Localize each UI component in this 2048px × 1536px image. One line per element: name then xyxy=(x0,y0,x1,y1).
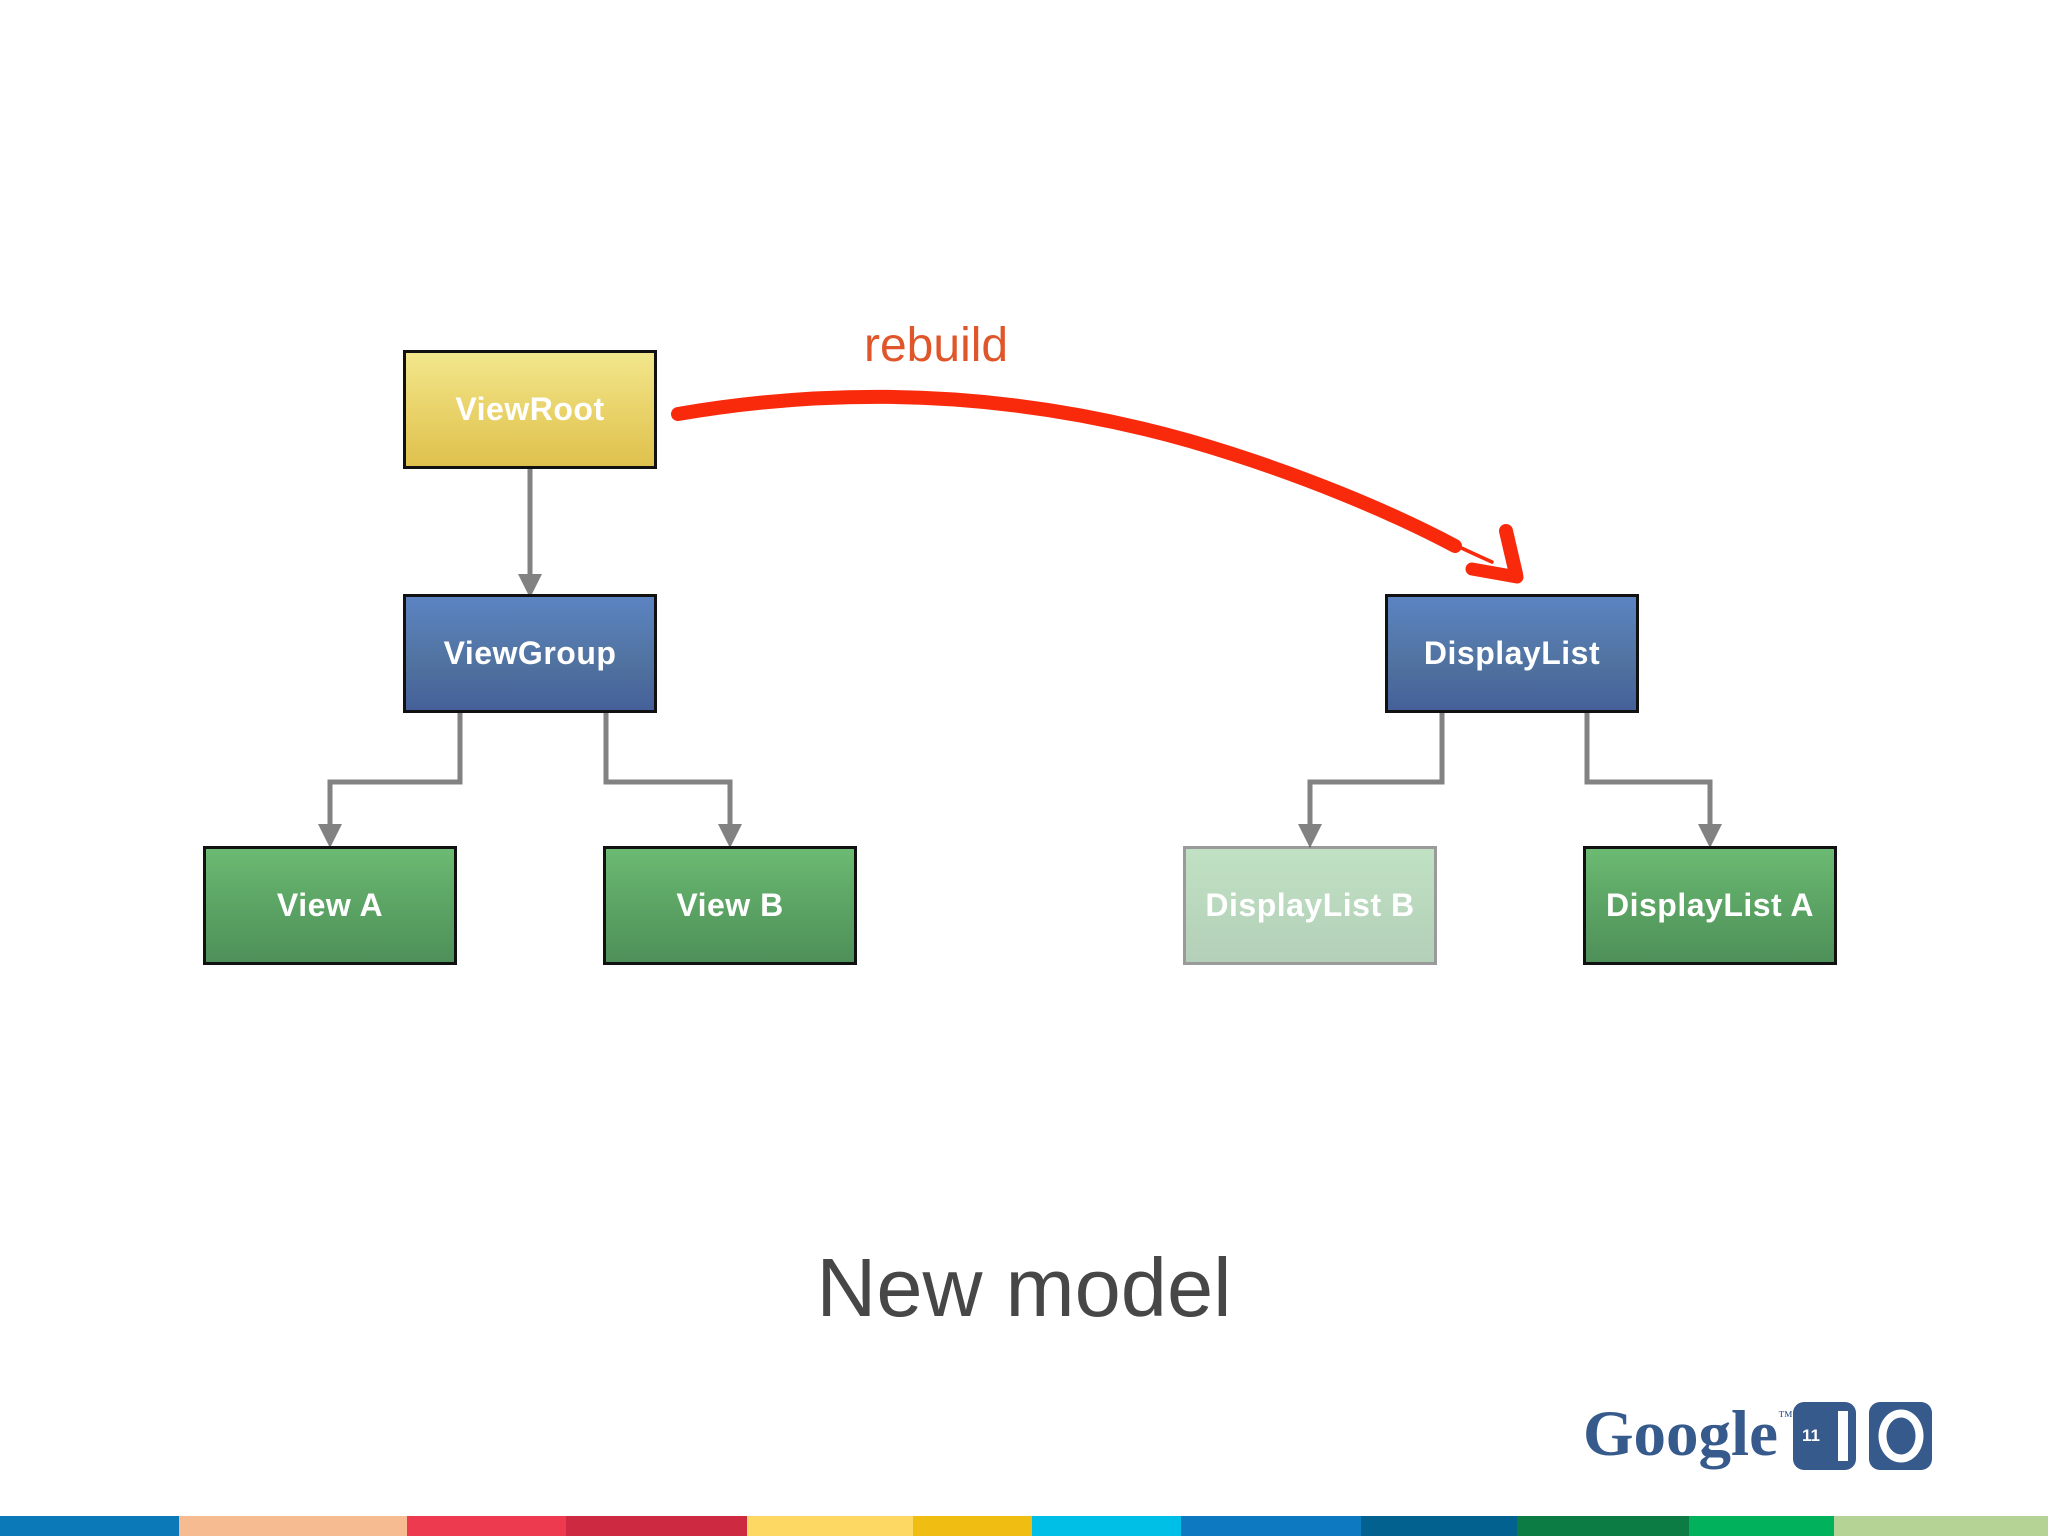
stripe-segment xyxy=(1517,1516,1689,1536)
stripe-segment xyxy=(566,1516,747,1536)
node-displaylist-b-label: DisplayList B xyxy=(1205,887,1415,923)
node-view-a-label: View A xyxy=(276,887,384,923)
stripe-segment xyxy=(0,1516,179,1536)
io-badge-year-tile: 11 xyxy=(1793,1402,1856,1470)
node-view-b: View B xyxy=(603,846,857,965)
stripe-segment xyxy=(1834,1516,2048,1536)
connector-viewgroup-viewb xyxy=(603,713,733,826)
node-displaylist-a-label: DisplayList A xyxy=(1605,887,1815,923)
connector-viewgroup-viewa xyxy=(327,713,463,826)
trademark-mark: ™ xyxy=(1777,1409,1793,1425)
rebuild-arrowhead-stroke-2 xyxy=(1465,562,1524,584)
node-viewgroup: ViewGroup xyxy=(403,594,657,713)
stripe-segment xyxy=(1181,1516,1361,1536)
slide-title: New model xyxy=(816,1241,1232,1334)
node-view-b-label: View B xyxy=(676,887,784,923)
node-displaylist-label: DisplayList xyxy=(1423,635,1601,671)
io-badge-year: 11 xyxy=(1802,1426,1820,1445)
arrowhead-dla xyxy=(1698,824,1722,848)
node-displaylist-a: DisplayList A xyxy=(1583,846,1837,965)
google-io-logo: Google™ 11 xyxy=(1583,1396,1932,1476)
stripe-segment xyxy=(1361,1516,1517,1536)
connector-displaylist-dlb xyxy=(1307,713,1445,826)
node-displaylist: DisplayList xyxy=(1385,594,1639,713)
arrowhead-viewa xyxy=(318,824,342,848)
stripe-segment xyxy=(1032,1516,1181,1536)
io-i-glyph-icon xyxy=(1838,1411,1848,1461)
node-viewroot: ViewRoot xyxy=(403,350,657,469)
stripe-segment xyxy=(747,1516,913,1536)
io-o-glyph-icon xyxy=(1878,1409,1923,1463)
rebuild-arrowhead-stroke-1 xyxy=(1499,524,1523,581)
node-view-a: View A xyxy=(203,846,457,965)
google-wordmark: Google xyxy=(1583,1398,1778,1470)
arrowhead-viewgroup xyxy=(518,574,542,598)
stripe-segment xyxy=(407,1516,566,1536)
io-badge-o-tile xyxy=(1869,1402,1932,1470)
stripe-segment xyxy=(913,1516,1032,1536)
connector-displaylist-dla xyxy=(1584,713,1713,826)
stripe-segment xyxy=(1689,1516,1834,1536)
io-badge: 11 xyxy=(1793,1402,1932,1470)
rebuild-arrow-curve-tip xyxy=(1418,526,1494,564)
arrowhead-viewb xyxy=(718,824,742,848)
rebuild-label: rebuild xyxy=(864,319,1009,372)
node-viewroot-label: ViewRoot xyxy=(455,391,605,427)
node-displaylist-b: DisplayList B xyxy=(1183,846,1437,965)
rebuild-arrow-curve xyxy=(671,389,1462,553)
node-viewgroup-label: ViewGroup xyxy=(443,635,617,671)
footer-stripe xyxy=(0,1516,2048,1536)
stripe-segment xyxy=(179,1516,407,1536)
arrowhead-dlb xyxy=(1298,824,1322,848)
